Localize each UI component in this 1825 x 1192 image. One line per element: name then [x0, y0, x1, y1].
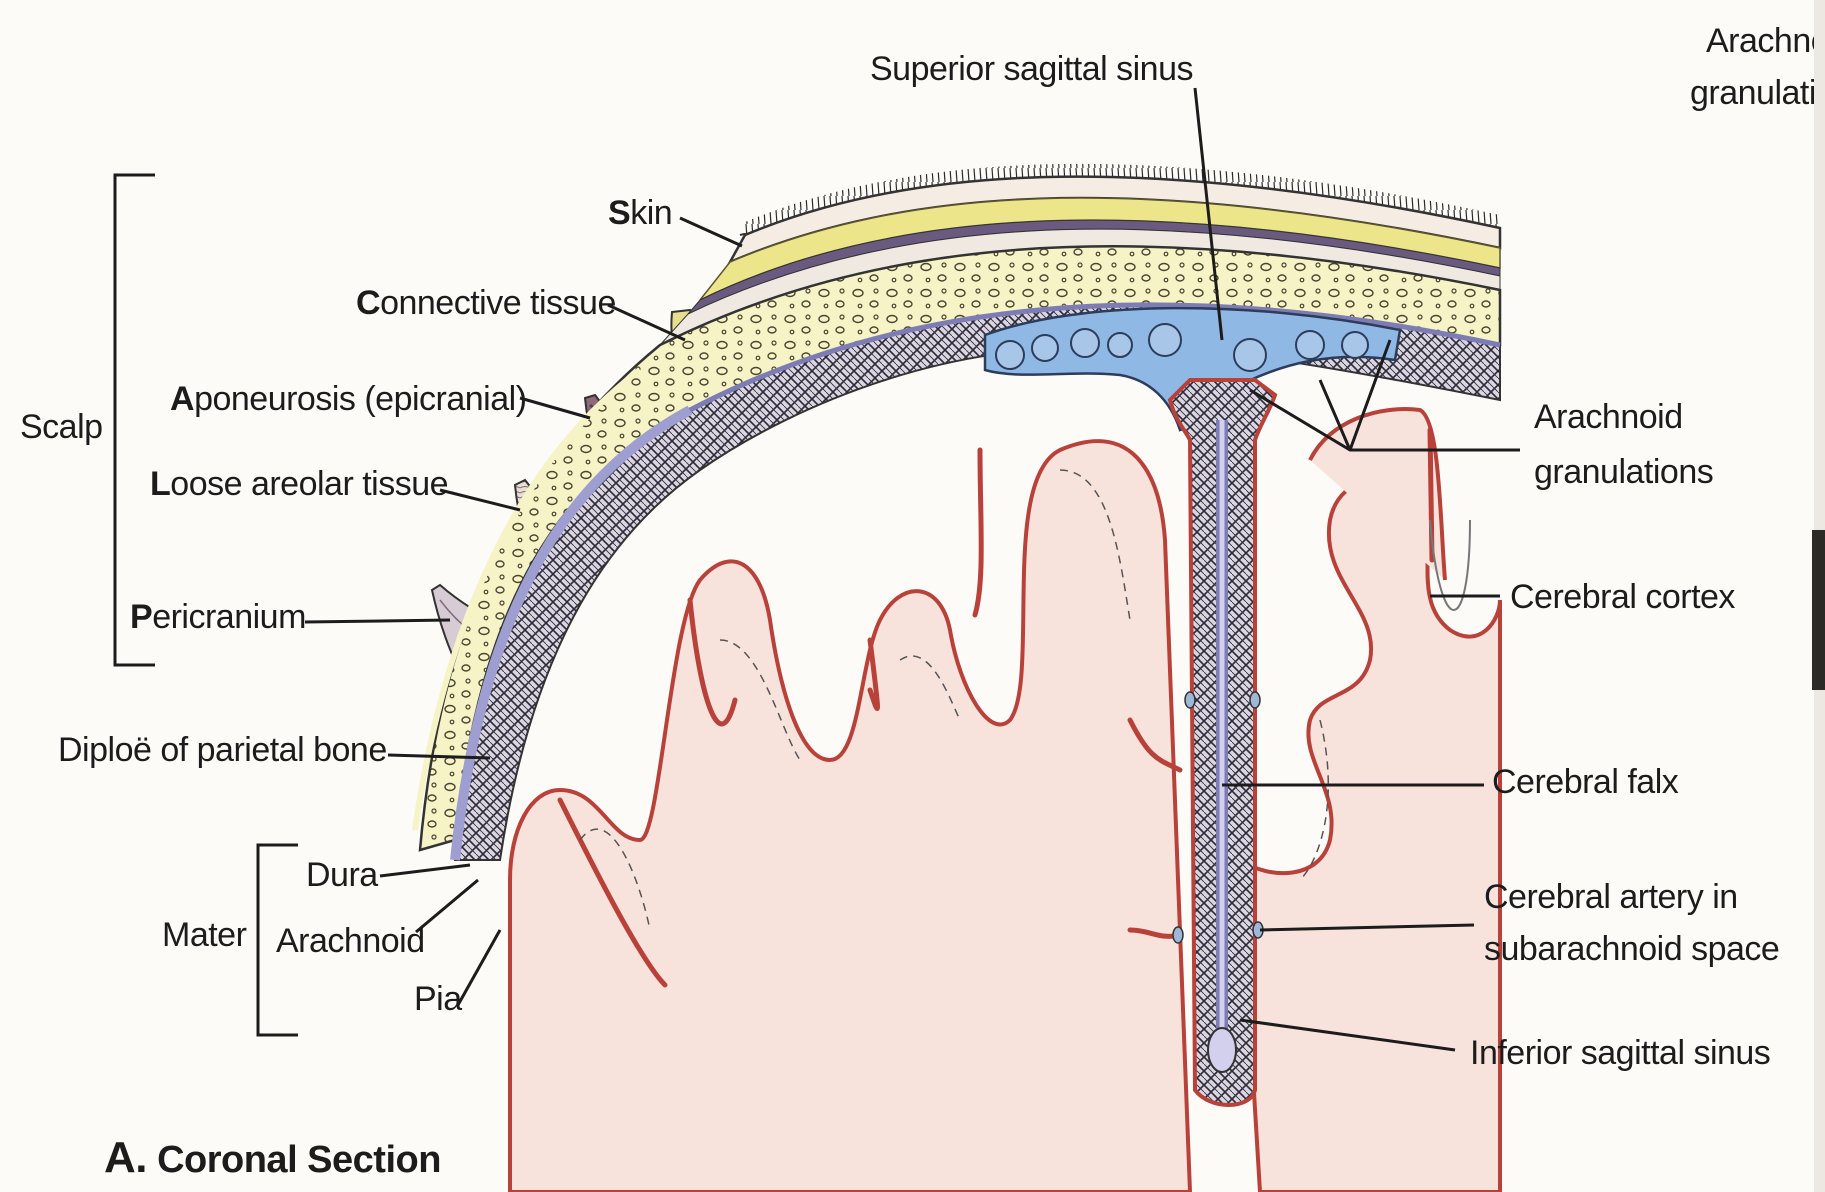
right-edge-bar: [1812, 530, 1825, 690]
label-cerebral-artery-line1: Cerebral artery in: [1484, 878, 1738, 916]
label-pericranium-rest: ericranium: [152, 598, 306, 636]
scalp-layers: [659, 163, 1502, 346]
label-pericranium: Pericranium: [130, 600, 306, 634]
label-connective-initial: C: [356, 284, 381, 322]
cerebral-falx: [1167, 378, 1278, 1107]
label-cutoff-arachnoid-line1: Arachno: [1706, 22, 1825, 60]
figure-caption: A. Coronal Section: [104, 1136, 441, 1180]
label-loose-rest: oose areolar tissue: [170, 465, 449, 503]
cerebral-hemispheres: [508, 407, 1502, 1192]
label-mater: Mater: [162, 916, 247, 954]
label-superior-sagittal-sinus: Superior sagittal sinus: [870, 50, 1194, 88]
label-scalp: Scalp: [20, 408, 103, 446]
label-connective-rest: onnective tissue: [380, 284, 616, 322]
label-connective-tissue: Connective tissue: [356, 286, 616, 320]
label-cerebral-artery-line2: subarachnoid space: [1484, 930, 1780, 968]
superior-sagittal-sinus: [983, 306, 1402, 432]
leader-lines: [113, 87, 1520, 1052]
label-aponeurosis: Aponeurosis (epicranial): [170, 382, 527, 416]
label-loose-initial: L: [150, 465, 171, 503]
label-cutoff-arachnoid-line2: granulati: [1690, 74, 1816, 112]
label-aponeurosis-rest: poneurosis (epicranial): [194, 380, 527, 418]
label-pia: Pia: [414, 980, 462, 1018]
label-arachnoid-granulations-line2: granulations: [1534, 453, 1714, 491]
caption-letter: A.: [104, 1133, 148, 1182]
meninges: [450, 302, 1501, 861]
label-dura: Dura: [306, 856, 378, 894]
label-skin: Skin: [608, 194, 673, 232]
label-cerebral-cortex: Cerebral cortex: [1510, 578, 1735, 616]
label-diploe: Diploë of parietal bone: [58, 731, 387, 769]
label-arachnoid: Arachnoid: [276, 922, 425, 960]
label-inferior-sagittal-sinus: Inferior sagittal sinus: [1470, 1034, 1771, 1072]
label-skin-rest: kin: [630, 194, 673, 232]
label-skin-initial: S: [608, 194, 631, 232]
caption-text: Coronal Section: [157, 1139, 441, 1181]
label-pericranium-initial: P: [130, 598, 153, 636]
label-aponeurosis-initial: A: [170, 380, 195, 418]
label-arachnoid-granulations-line1: Arachnoid: [1534, 398, 1683, 436]
label-loose-areolar-tissue: Loose areolar tissue: [150, 465, 449, 503]
label-cerebral-falx: Cerebral falx: [1492, 763, 1679, 801]
